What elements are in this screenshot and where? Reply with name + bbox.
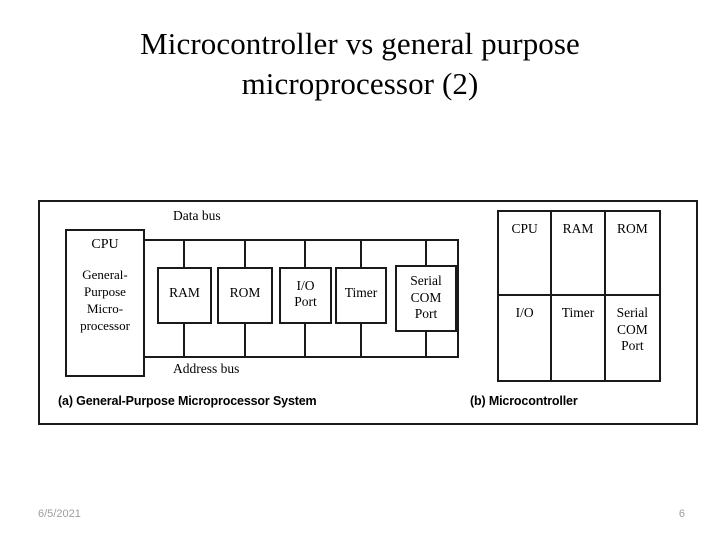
footer-date: 6/5/2021 (38, 508, 81, 520)
connector-timer-address-bus (360, 324, 362, 358)
address-bus-line (143, 356, 459, 358)
data-bus-line (143, 239, 459, 241)
block-timer: Timer (335, 267, 387, 324)
address-bus-label: Address bus (171, 361, 242, 377)
block-ram-label: RAM (169, 285, 200, 300)
connector-serial-address-bus (425, 332, 427, 358)
figure-caption-a: (a) General-Purpose Microprocessor Syste… (58, 394, 317, 408)
connector-rom-address-bus (244, 324, 246, 358)
connector-ram-address-bus (183, 324, 185, 358)
figure-caption-b: (b) Microcontroller (470, 394, 578, 408)
block-ram: RAM (157, 267, 212, 324)
block-rom-label: ROM (229, 285, 261, 300)
mcu-cell-ram-label: RAM (562, 221, 594, 236)
connector-ram-data-bus (183, 239, 185, 267)
bus-right-edge (457, 239, 459, 358)
connector-io-data-bus (304, 239, 306, 267)
footer-page-number: 6 (678, 508, 685, 520)
figure-frame: Data bus Address bus CPU General-Purpose… (38, 200, 698, 425)
block-cpu-header: CPU (91, 237, 119, 252)
connector-io-address-bus (304, 324, 306, 358)
mcu-cell-cpu-label: CPU (511, 221, 538, 236)
block-timer-label: Timer (344, 285, 378, 300)
block-rom: ROM (217, 267, 273, 324)
data-bus-label: Data bus (171, 208, 223, 224)
page-title-line-1: Microcontroller vs general purpose (140, 26, 580, 61)
mcu-cell-cpu: CPU (499, 212, 553, 296)
connector-rom-data-bus (244, 239, 246, 267)
mcu-cell-timer-label: Timer (561, 305, 595, 320)
mcu-cell-io-label: I/O (515, 305, 534, 320)
mcu-cell-io: I/O (499, 296, 553, 380)
mcu-cell-timer: Timer (552, 296, 606, 380)
page-title-line-2: microprocessor (2) (241, 65, 479, 101)
connector-serial-data-bus (425, 239, 427, 265)
mcu-cell-ram: RAM (552, 212, 606, 296)
page-title: Microcontroller vs general purpose micro… (40, 24, 680, 103)
mcu-cell-rom-label: ROM (616, 221, 648, 236)
mcu-cell-rom: ROM (605, 212, 659, 296)
connector-timer-data-bus (360, 239, 362, 267)
